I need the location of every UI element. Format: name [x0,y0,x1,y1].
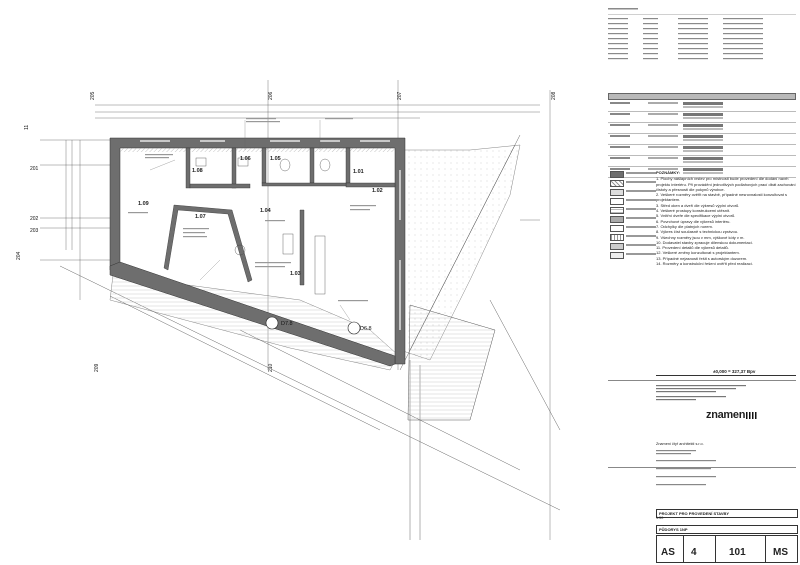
code-right: MS [773,547,788,558]
legend-item [608,179,668,188]
drawing-number-box: AS 4 101 MS [656,535,798,563]
building-walls [109,137,406,367]
note-item: 7. Odchylky dle platných norem. [656,223,713,229]
grid-label-210: 210 [268,363,274,372]
grid-label-203: 203 [30,228,39,234]
annotation-notes [128,118,376,302]
room-labels: 1.08 1.06 1.05 1.01 1.02 1.07 1.09 1.04 … [138,156,383,277]
legend-item [608,251,668,260]
grid-label-201: 201 [30,166,39,172]
separator [608,467,796,468]
logo-bars-icon [746,411,759,419]
legend-item [608,170,668,179]
table-row [608,123,796,134]
room-label-1-08: 1.08 [192,168,203,174]
note-item: 2. Veškeré rozměry ověřit na stavbě, pří… [656,192,787,203]
windows [140,140,401,330]
room-label-1-03: 1.03 [290,271,301,277]
code-left: AS [661,547,675,558]
annotation-leaders [149,120,351,321]
separator [608,380,796,381]
grid-label-205: 205 [90,91,96,100]
grid-markers: 11 201 202 203 204 205 206 207 208 209 2… [16,91,557,372]
room-label-1-02: 1.02 [372,188,383,194]
room-label-1-05: 1.05 [270,156,281,162]
legend-item [608,242,668,251]
entrance-ramp [407,304,496,421]
office-logo: znamen [706,409,759,421]
grid-label-208: 208 [551,91,557,100]
grid-label-202: 202 [30,216,39,222]
table-row [608,112,796,123]
grid-label-206: 206 [268,91,274,100]
note-item: 6. Povrchové úpravy dle výkresů interiér… [656,218,731,224]
code-mid: 4 [691,547,697,558]
office-detail-lines [656,450,716,486]
separator [656,375,796,376]
drawing-title-box: PŮDORYS 1NP [656,525,798,534]
material-legend [608,170,668,260]
title-block-info [656,384,796,406]
project-info-lines [656,385,746,401]
note-item: 11. Provedení detailů dle výkresů detail… [656,245,729,251]
grid-label-204: 204 [16,251,22,260]
office-details [656,448,796,510]
table-header [608,93,796,100]
legend-item [608,224,668,233]
note-item: 8. Výkres číst současně s technickou zpr… [656,229,739,235]
note-item: 3. Střed oken a dveří dle výkresů výplní… [656,202,740,208]
note-item: 14. Rozměry a konstrukční řešení ověřit … [656,261,753,267]
notes-title: POZNÁMKY: [656,170,680,175]
door-markers: D7.8 D6.8 [265,316,372,335]
grid-label-209: 209 [94,363,100,372]
code-number: 101 [729,547,746,558]
scale-value: 1:50 [656,516,664,520]
altitude-reference: ±0,000 = 327,37 Bpv [713,369,756,374]
room-label-1-07: 1.07 [195,214,206,220]
legend-item [608,188,668,197]
drawing-title: PŮDORYS 1NP [659,527,688,532]
legend-item [608,206,668,215]
note-item: 13. Případné nejasnosti řešit s autorský… [656,255,748,261]
room-label-1-06: 1.06 [240,156,251,162]
logo-text: znamen [706,409,746,421]
interior-walls [163,147,396,286]
note-item: 5. Vnitřní dveře dle specifikace výplní … [656,213,736,219]
door-label-d7-8: D7.8 [281,321,293,327]
project-phase: PROJEKT PRO PROVEDENÍ STAVBY [659,511,730,516]
note-item: 4. Veškeré prostupy konstrukcemi utěsnit… [656,208,731,214]
fixtures [195,157,331,295]
table-row [608,156,796,167]
table-row [608,167,796,178]
room-schedule-table [608,8,796,60]
grid-label-207: 207 [397,91,403,100]
room-label-1-09: 1.09 [138,201,149,207]
room-schedule [608,6,796,70]
general-notes: POZNÁMKY: 1. Plochy nášlapních vrstev pr… [656,170,796,266]
legend-item [608,215,668,224]
table-row [608,145,796,156]
room-label-1-04: 1.04 [260,208,272,214]
note-item: 1. Plochy nášlapních vrstev pro místnost… [656,176,796,192]
table-row [608,101,796,112]
door-label-d6-8: D6.8 [360,326,372,332]
grid-label-11: 11 [24,125,30,130]
floor-plan: 11 201 202 203 204 205 206 207 208 209 2… [16,80,561,540]
room-label-1-01: 1.01 [353,169,364,175]
note-item: 12. Veškeré změny konzultovat s projekta… [656,250,740,256]
legend-item [608,233,668,242]
note-item: 10. Dodavatel stavby zpracuje dílenskou … [656,239,753,245]
note-item: 9. Všechny rozměry jsou v mm, výškové kó… [656,234,745,240]
wall-types-table [608,93,796,178]
table-row [608,134,796,145]
office-name: Znamení čtyř architekti s.r.o. [656,442,704,446]
project-phase-box: PROJEKT PRO PROVEDENÍ STAVBY [656,509,798,518]
legend-item [608,197,668,206]
